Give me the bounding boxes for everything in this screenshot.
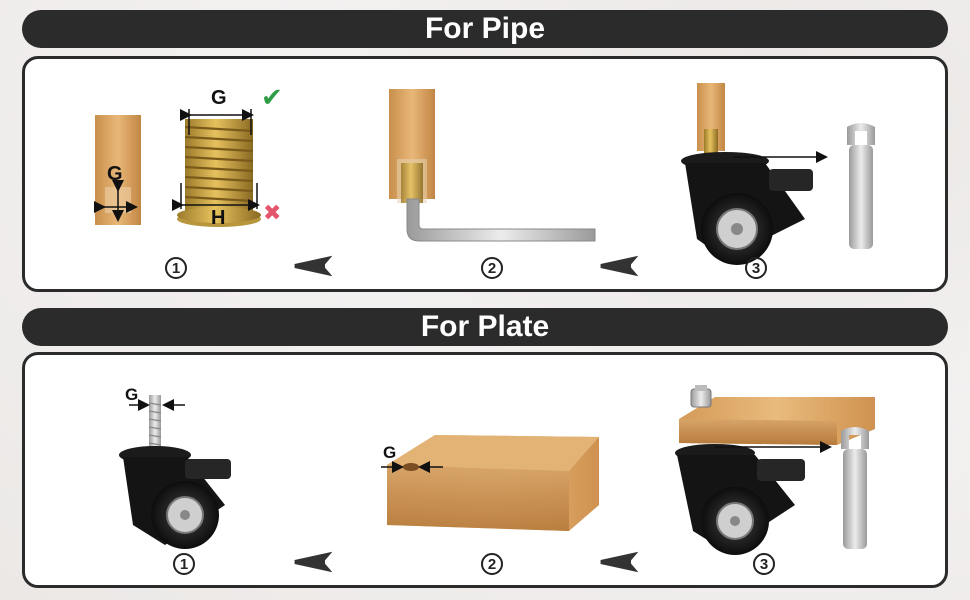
plate-illustration [119,385,875,573]
stem-g-label: G [125,385,139,404]
hex-nut-icon [690,385,712,408]
pipe-section-title: For Pipe [22,10,948,48]
check-icon: ✔ [261,83,283,113]
pipe-inner-dimension-arrows [94,180,138,222]
plate-title-text: For Plate [420,310,550,343]
arrow-right-icon [294,255,333,277]
pipe-illustration [94,83,875,277]
arrow-right-icon [600,255,639,277]
wood-plate-icon [387,435,599,531]
plate-section-title: For Plate [22,308,948,346]
step-number-3: 3 [745,257,767,279]
pipe-instructions-panel: G G H ✔ ✖ 1 2 3 [22,56,948,292]
insert-h-label: H [211,207,226,229]
caster-wheel-icon [675,444,805,555]
square-pipe-icon [697,83,725,159]
cross-icon: ✖ [263,201,282,226]
insert-g-label: G [211,87,227,109]
insert-dimension-lines [172,109,260,211]
arrow-right-icon [600,551,639,573]
pipe-title-text: For Pipe [424,12,545,45]
pipe-g-label: G [107,163,123,185]
step-number-1: 1 [173,553,195,575]
plate-instructions-panel: G G 1 2 3 [22,352,948,588]
step-number-1: 1 [165,257,187,279]
wood-plate-icon [679,397,875,445]
step-number-2: 2 [481,553,503,575]
step-number-3: 3 [753,553,775,575]
hex-key-icon [406,198,596,242]
square-pipe-with-insert-icon [389,89,435,203]
wrench-icon [847,123,875,249]
hole-g-label: G [383,443,397,462]
arrow-right-icon [294,551,333,573]
caster-wheel-icon [119,446,231,549]
caster-wheel-icon [681,152,813,265]
threaded-stem-icon [148,395,162,451]
step-number-2: 2 [481,257,503,279]
wrench-icon [841,427,869,549]
